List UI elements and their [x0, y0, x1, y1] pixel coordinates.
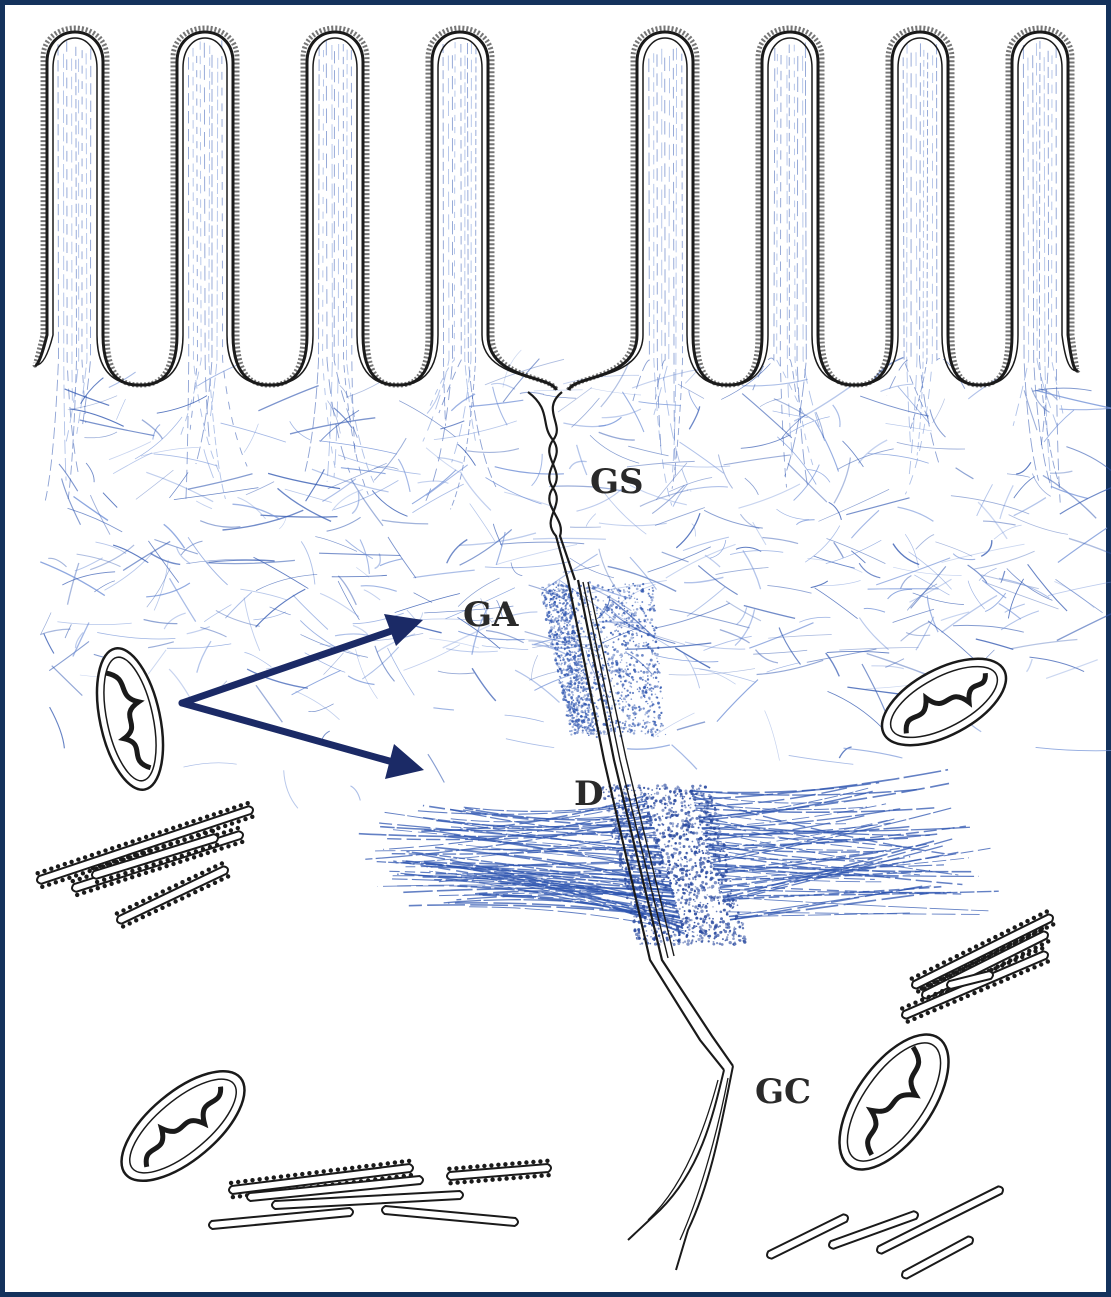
pointer-arrows	[182, 614, 424, 779]
er-cisterna	[209, 1208, 353, 1229]
arrow-to-d	[182, 703, 400, 764]
mitochondrion-right-upper	[868, 641, 1019, 763]
label-ga: GA	[463, 595, 519, 635]
microvilli-border	[35, 28, 1078, 390]
arrowhead-lower	[385, 744, 424, 779]
er-cisterna	[767, 1214, 848, 1258]
desmosome-fibers	[358, 770, 999, 946]
label-d: D	[574, 774, 603, 814]
er-cisterna	[382, 1206, 518, 1226]
er-cisterna	[447, 1159, 551, 1186]
mitochondrion-left-upper	[86, 642, 175, 795]
mitochondrion-right-lower	[818, 1016, 970, 1187]
arrow-to-ga	[182, 628, 400, 703]
adhesion-plaque	[541, 581, 666, 738]
junction-membranes	[528, 392, 733, 1270]
mitochondrion-left-lower	[104, 1052, 263, 1201]
label-gs: GS	[590, 462, 644, 502]
er-cisterna	[902, 1236, 973, 1278]
label-gc: GC	[755, 1072, 811, 1112]
